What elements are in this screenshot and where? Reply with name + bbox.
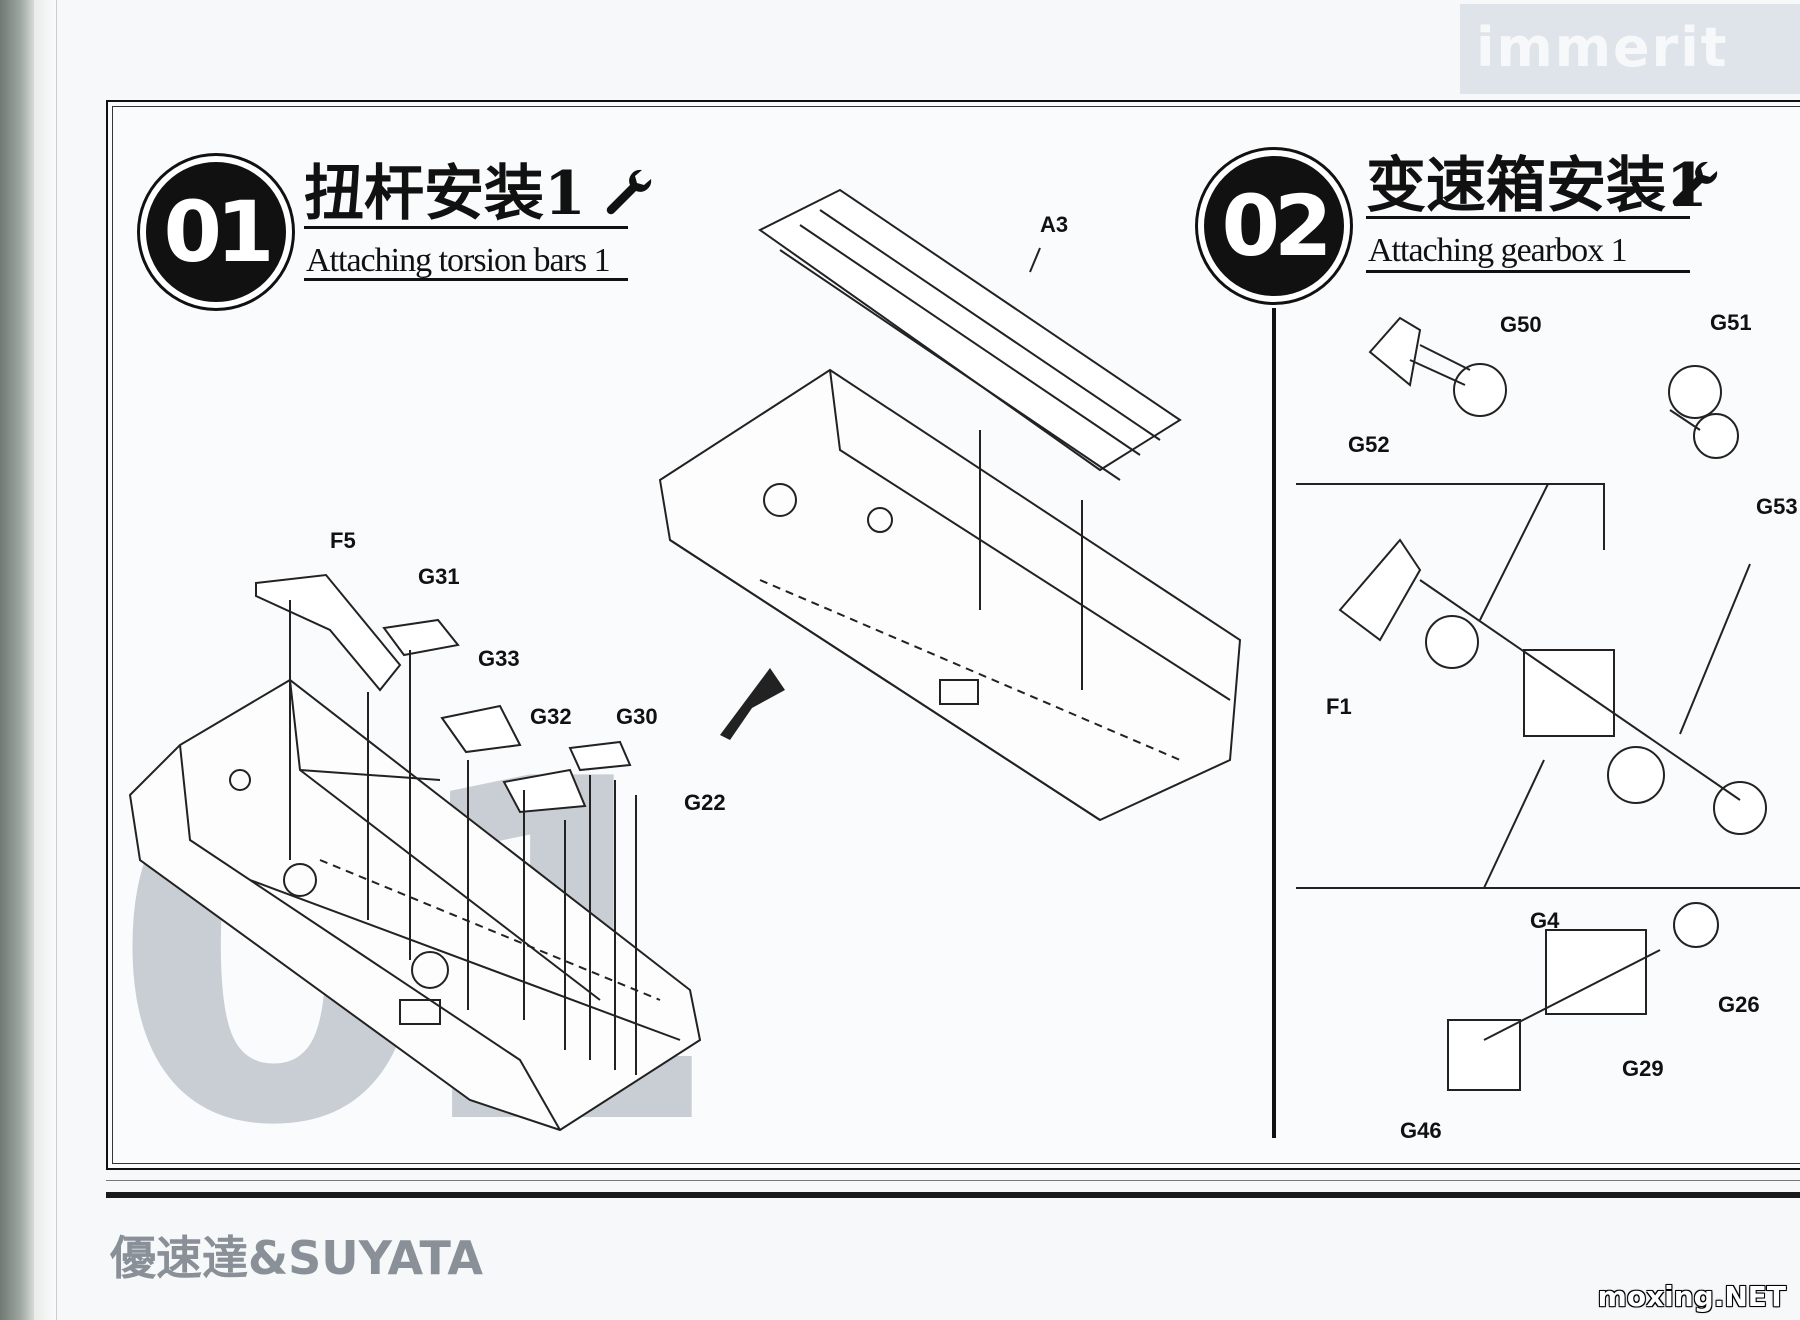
step-02-subtitle-rule <box>1366 270 1690 273</box>
footer-thin-rule <box>106 1180 1800 1181</box>
torsion-bar-set-a3 <box>758 188 1182 481</box>
part-label-g31: G31 <box>418 564 460 589</box>
assembly-arrows-step1-upper <box>979 430 1083 690</box>
step-divider <box>1272 308 1276 1138</box>
step-02-badge: 02 <box>1198 150 1350 302</box>
assembly-arrows-step1 <box>289 600 637 1075</box>
part-label-g32: G32 <box>530 704 572 729</box>
part-label-g50: G50 <box>1500 312 1542 337</box>
site-watermark: moxing.NET <box>1597 1280 1786 1313</box>
part-label-g29: G29 <box>1622 1056 1664 1081</box>
step-02-title-en: Attaching gearbox 1 <box>1368 232 1628 269</box>
footer-rule <box>106 1192 1800 1198</box>
parts-step1 <box>255 573 632 814</box>
step-02-title-rule <box>1366 216 1690 219</box>
part-label-f5: F5 <box>330 528 356 553</box>
part-label-f1: F1 <box>1326 694 1352 719</box>
part-label-g46: G46 <box>1400 1118 1442 1143</box>
step-01-subtitle-rule <box>304 278 628 281</box>
part-label-g4: G4 <box>1530 908 1560 933</box>
part-label-g51: G51 <box>1710 310 1752 335</box>
page-spine <box>0 0 34 1320</box>
step-01-title-en: Attaching torsion bars 1 <box>306 242 611 279</box>
page-spine-edge <box>34 0 57 1320</box>
part-label-g26: G26 <box>1718 992 1760 1017</box>
step-02-title-zh: 变速箱安装1 <box>1366 151 1708 221</box>
step-01-badge: 01 <box>140 156 292 308</box>
direction-arrow <box>720 668 785 740</box>
hull-upper-step1 <box>658 368 1242 822</box>
instruction-frame-inner <box>112 106 1800 1164</box>
hull-lower-step1 <box>128 678 702 1132</box>
assembly-lines-step2 <box>1296 344 1800 1041</box>
part-label-g53: G53 <box>1756 494 1798 519</box>
part-label-g33: G33 <box>478 646 520 671</box>
part-label-g30: G30 <box>616 704 658 729</box>
part-label-a3: A3 <box>1040 212 1069 237</box>
step-01-title-zh: 扭杆安装1 <box>304 159 586 229</box>
part-label-g22: G22 <box>684 790 726 815</box>
step-01-title-rule <box>304 226 628 229</box>
part-label-g52: G52 <box>1348 432 1390 457</box>
wrench-icon <box>1672 161 1718 207</box>
gearbox-assembly-step2 <box>1338 316 1767 1091</box>
brand-logo: 優速達&SUYATA <box>110 1231 483 1285</box>
wrench-icon <box>606 169 652 215</box>
